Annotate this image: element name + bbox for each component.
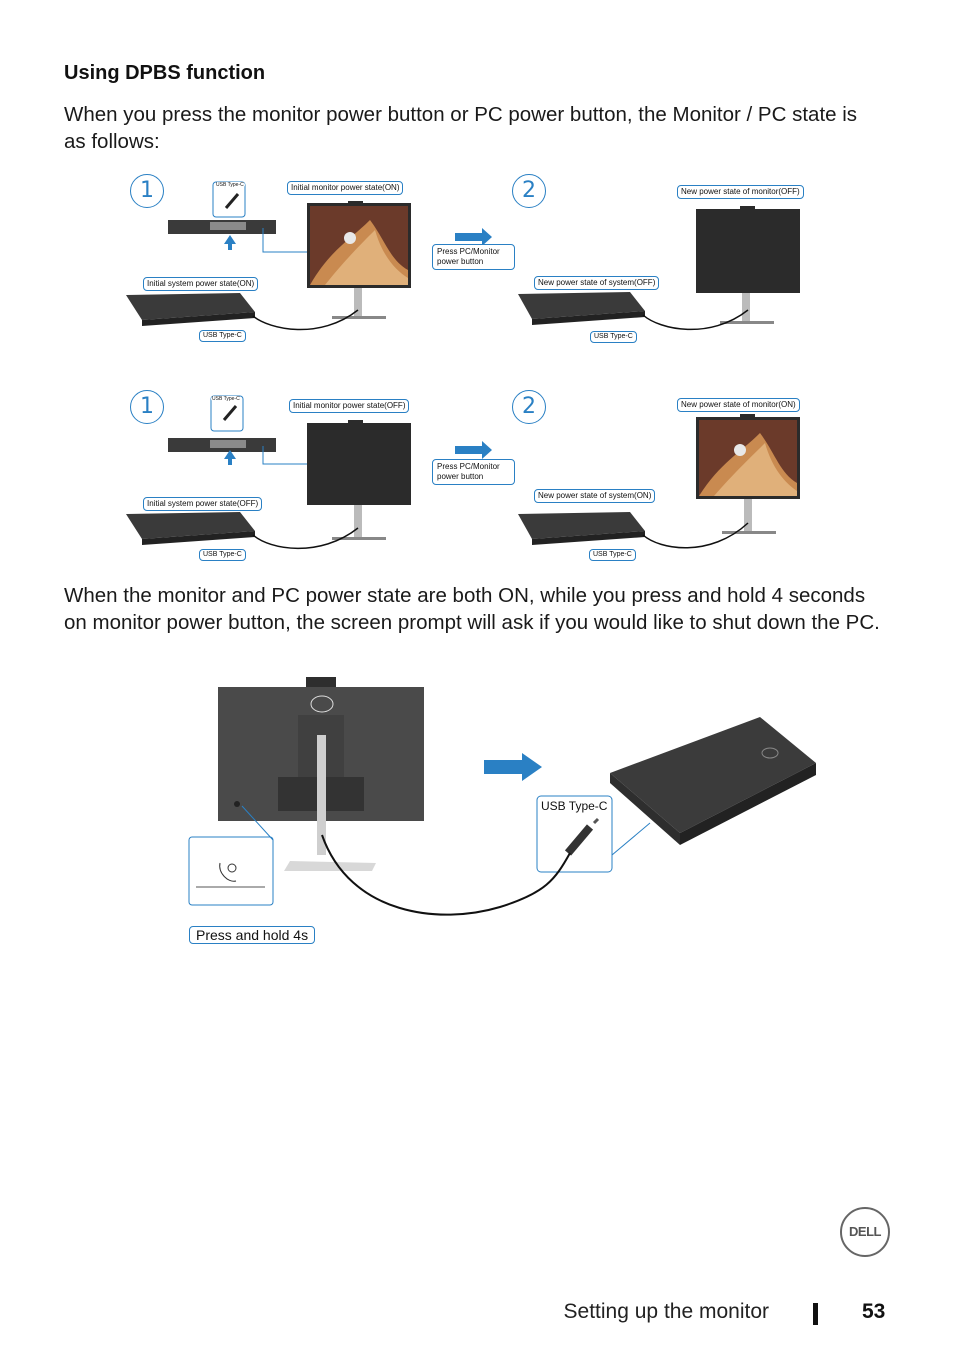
press-and-hold-label: Press and hold 4s bbox=[189, 926, 316, 944]
system-initial-state-label: Initial system power state(OFF) bbox=[143, 497, 263, 511]
monitor-new-state-label: New power state of monitor(ON) bbox=[677, 398, 800, 412]
footer-section-title: Setting up the monitor bbox=[563, 1300, 769, 1323]
section-heading: Using DPBS function bbox=[64, 62, 266, 84]
usb-type-c-label: USB Type-C bbox=[199, 330, 246, 342]
step-number-2: 2 bbox=[512, 390, 546, 424]
step-number-2: 2 bbox=[512, 174, 546, 208]
usb-type-c-label: USB Type-C bbox=[589, 549, 636, 561]
usb-type-c-label: USB Type-C bbox=[590, 331, 637, 343]
usb-type-c-label: USB Type-C bbox=[541, 799, 608, 813]
system-new-state-label: New power state of system(OFF) bbox=[534, 276, 660, 290]
press-power-button-label: Press PC/Monitor power button bbox=[432, 244, 515, 270]
usb-type-c-label: USB Type-C bbox=[199, 549, 246, 561]
dell-logo-text: DELL bbox=[849, 1224, 881, 1239]
row-1-illustration bbox=[126, 181, 800, 331]
row-2-illustration bbox=[126, 395, 800, 550]
usb-inset-label: USB Type-C bbox=[215, 182, 245, 188]
monitor-initial-state-label: Initial monitor power state(OFF) bbox=[289, 399, 410, 413]
press-power-button-label: Press PC/Monitor power button bbox=[432, 459, 515, 485]
system-initial-state-label: Initial system power state(ON) bbox=[143, 277, 259, 291]
dell-logo: DELL bbox=[840, 1207, 890, 1257]
footer-divider bbox=[813, 1303, 818, 1325]
monitor-new-state-label: New power state of monitor(OFF) bbox=[677, 185, 804, 199]
power-hold-illustration bbox=[188, 677, 816, 916]
monitor-initial-state-label: Initial monitor power state(ON) bbox=[287, 181, 404, 195]
step-number-1: 1 bbox=[130, 174, 164, 208]
body-paragraph: When the monitor and PC power state are … bbox=[64, 584, 880, 634]
system-new-state-label: New power state of system(ON) bbox=[534, 489, 656, 503]
usb-inset-label: USB Type-C bbox=[211, 396, 241, 402]
intro-paragraph: When you press the monitor power button … bbox=[64, 103, 858, 153]
page-number: 53 bbox=[862, 1300, 886, 1323]
step-number-1: 1 bbox=[130, 390, 164, 424]
